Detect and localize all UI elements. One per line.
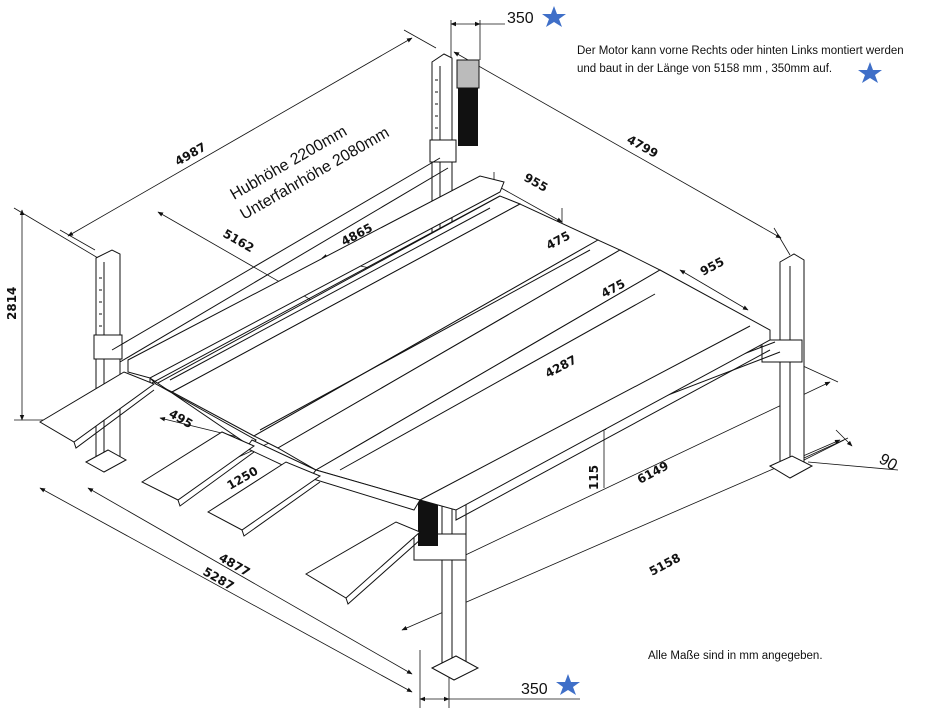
units-note: Alle Maße sind in mm angegeben.	[648, 650, 823, 662]
lift-frame	[111, 157, 781, 521]
dim-top-350: 350	[507, 10, 534, 27]
dim-955-front: 955	[698, 255, 727, 279]
dim-90: 90	[876, 451, 900, 475]
dim-6149: 6149	[635, 459, 671, 487]
star-icon	[556, 674, 580, 695]
dim-955-rear: 955	[522, 170, 551, 194]
star-icons	[542, 6, 882, 695]
motor-note-line1: Der Motor kann vorne Rechts oder hinten …	[577, 45, 904, 57]
motor-rear	[456, 59, 480, 146]
dim-115: 115	[587, 465, 601, 490]
dim-495: 495	[167, 406, 196, 431]
star-icon	[858, 62, 882, 83]
dim-2814: 2814	[5, 287, 19, 320]
ramps	[39, 371, 421, 605]
post-front-right	[761, 253, 814, 479]
dim-4987: 4987	[173, 140, 209, 169]
dim-bottom-350: 350	[521, 681, 548, 698]
star-icon	[542, 6, 566, 27]
dim-4799: 4799	[625, 132, 661, 160]
dim-5158: 5158	[647, 551, 683, 579]
post-rear-left	[84, 249, 128, 473]
motor-note-line2: und baut in der Länge von 5158 mm , 350m…	[577, 63, 832, 75]
